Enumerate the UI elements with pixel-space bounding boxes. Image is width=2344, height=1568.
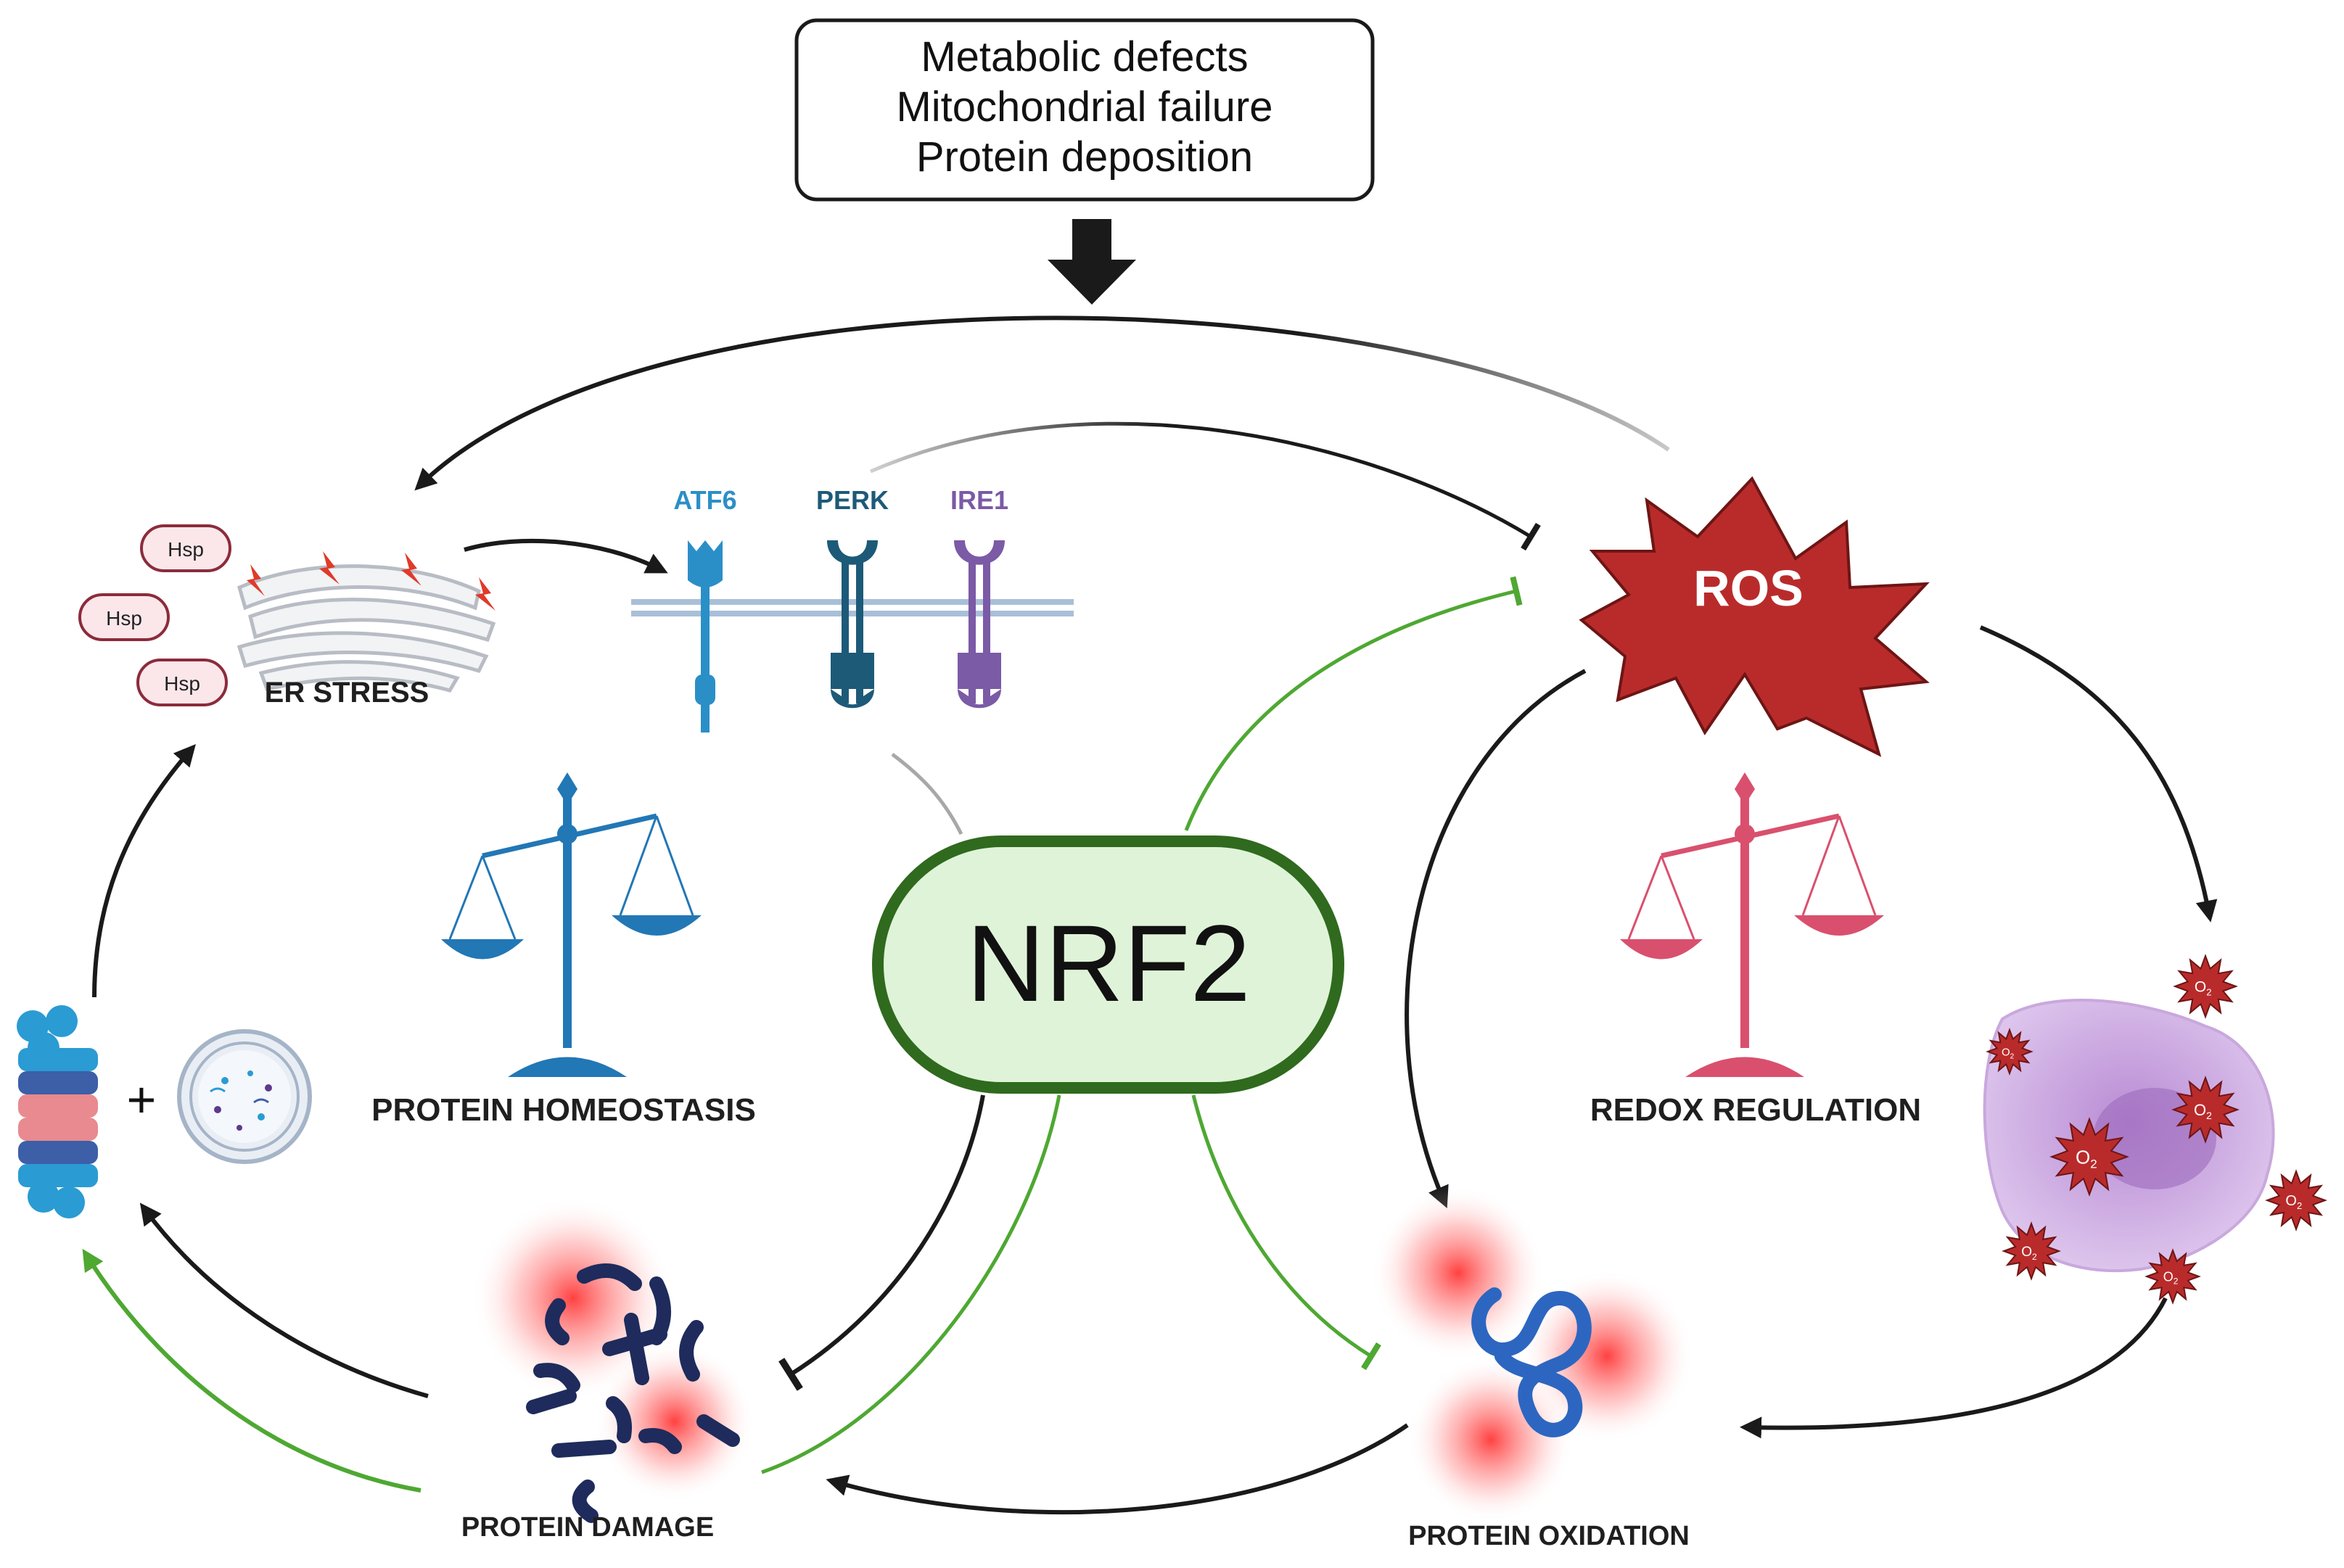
perk-label: PERK bbox=[816, 485, 889, 515]
superoxide-star-icon: O2 bbox=[2173, 954, 2238, 1019]
superoxide-star-icon: O2 bbox=[2265, 1169, 2327, 1231]
superoxide-star-icon: O2 bbox=[2049, 1117, 2129, 1197]
svg-text:Hsp: Hsp bbox=[168, 538, 204, 561]
atf6-label: ATF6 bbox=[673, 485, 736, 515]
ros-starburst-icon bbox=[1579, 476, 1930, 757]
superoxide-star-icon: O2 bbox=[2144, 1248, 2201, 1305]
lysosome-icon bbox=[177, 1029, 312, 1164]
arc-ros-to-er-stress bbox=[414, 315, 1670, 491]
superoxide-star-icon: O2 bbox=[1986, 1028, 2033, 1076]
trigger-down-arrow-icon bbox=[1048, 219, 1136, 305]
superoxide-star-icon: O2 bbox=[2002, 1221, 2061, 1281]
protein-oxidation-icon bbox=[1371, 1186, 1694, 1523]
ire1-receptor-icon: IRE1 bbox=[950, 485, 1008, 709]
svg-text:Hsp: Hsp bbox=[106, 607, 142, 630]
ros-node: ROS bbox=[1579, 476, 1930, 757]
protein-damage-label: PROTEIN DAMAGE bbox=[461, 1512, 714, 1543]
stress-lightning-icons bbox=[247, 551, 495, 611]
hsp-pill-1: Hsp bbox=[140, 524, 231, 572]
ros-label: ROS bbox=[1693, 560, 1804, 616]
arc-er-inhibits-ros bbox=[870, 421, 1541, 551]
svg-text:Hsp: Hsp bbox=[164, 672, 200, 695]
perk-receptor-icon: PERK bbox=[816, 485, 889, 709]
protein-oxidation-label: PROTEIN OXIDATION bbox=[1408, 1521, 1690, 1551]
arrow-cell-to-oxidation bbox=[1740, 1297, 2168, 1439]
er-stress-group: Hsp Hsp Hsp ER STRESS bbox=[78, 524, 496, 709]
plus-sign: + bbox=[127, 1071, 157, 1128]
endoplasmic-reticulum-icon bbox=[237, 564, 496, 693]
redox-regulation-scale-icon bbox=[1620, 772, 1884, 1077]
inhibit-nrf2-ros bbox=[1184, 576, 1523, 831]
superoxide-star-icon: O2 bbox=[2171, 1076, 2240, 1144]
connector-nrf2-receptors bbox=[891, 753, 963, 835]
arrow-damage-to-proteasome-green bbox=[82, 1248, 421, 1493]
protein-homeostasis-scale-icon bbox=[441, 772, 702, 1077]
arrow-ros-to-cell bbox=[1979, 625, 2218, 923]
trigger-line-2: Mitochondrial failure bbox=[896, 83, 1272, 131]
receptors-group: ATF6 PERK IRE1 bbox=[631, 485, 1074, 733]
arrow-damage-to-proteasome bbox=[139, 1202, 429, 1398]
arrow-oxidation-to-damage bbox=[826, 1423, 1409, 1515]
atf6-receptor-icon: ATF6 bbox=[673, 485, 737, 733]
trigger-line-1: Metabolic defects bbox=[921, 33, 1248, 81]
protein-homeostasis-label: PROTEIN HOMEOSTASIS bbox=[371, 1092, 756, 1128]
arrow-ros-to-oxidation bbox=[1405, 669, 1587, 1209]
er-stress-label: ER STRESS bbox=[265, 677, 429, 709]
arrow-proteasome-to-er bbox=[92, 743, 196, 998]
hsp-pill-3: Hsp bbox=[136, 659, 228, 706]
trigger-line-3: Protein deposition bbox=[916, 133, 1253, 181]
nrf2-node: NRF2 bbox=[872, 835, 1344, 1094]
arrow-nrf2-green-to-damage bbox=[761, 1094, 1061, 1474]
nrf2-label: NRF2 bbox=[966, 902, 1251, 1024]
arrow-er-to-receptors bbox=[464, 538, 668, 574]
ire1-label: IRE1 bbox=[950, 485, 1008, 515]
proteasome-icon bbox=[17, 1005, 98, 1218]
hsp-pill-2: Hsp bbox=[78, 593, 170, 641]
inhibit-nrf2-damage bbox=[778, 1094, 985, 1391]
redox-regulation-label: REDOX REGULATION bbox=[1590, 1092, 1921, 1128]
trigger-box: Metabolic defects Mitochondrial failure … bbox=[794, 18, 1375, 202]
protein-damage-icon bbox=[472, 1197, 754, 1523]
inhibit-nrf2-oxidation bbox=[1191, 1094, 1381, 1371]
